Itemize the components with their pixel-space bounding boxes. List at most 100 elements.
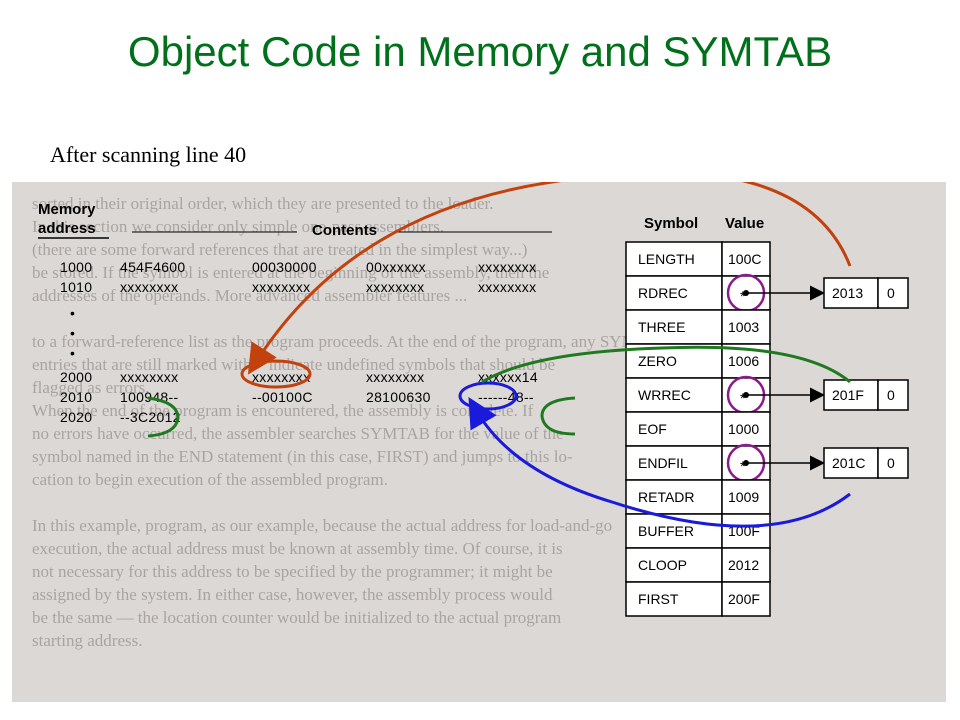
symtab-symbol: ENDFIL [638,455,688,471]
memory-cell: 00030000 [252,259,317,275]
symtab-symbol: RDREC [638,285,688,301]
symbol-header: Symbol [644,215,698,232]
background-text-line: sorted in their original order, which th… [32,194,494,213]
symtab-symbol: BUFFER [638,523,694,539]
symtab-value: 2012 [728,557,759,573]
memory-cell: --00100C [252,389,313,405]
symtab-value-cell [721,411,771,447]
background-text-line: execution, the actual address must be kn… [32,539,563,558]
memory-address: 2020 [60,409,92,425]
symtab-symbol-cell [625,275,723,311]
symtab-symbol: RETADR [638,489,695,505]
value-header: Value [725,215,764,232]
symtab-value: * [740,390,746,406]
background-text-line: assigned by the system. In either case, … [32,585,553,604]
green-circle-left [147,396,180,438]
forward-ref-link-cell [877,277,909,309]
background-text-line: entries that are still marked with * ind… [32,355,556,374]
memory-address: 1010 [60,279,92,295]
memory-cell: 00xxxxxx [366,259,426,275]
symtab-symbol-cell [625,241,723,277]
background-text-line: cation to begin execution of the assembl… [32,470,388,489]
memory-cell: xxxxxxxx [366,279,424,295]
forward-ref-boxes: 2013 0 201F 0 201C 0 [743,277,909,479]
background-text-line: (there are some forward references that … [32,240,528,259]
symtab-symbol: FIRST [638,591,679,607]
background-text-line: symbol named in the END statement (in th… [32,447,573,466]
symtab-symbol: ZERO [638,353,677,369]
memory-cell: xxxxxxxx [366,369,424,385]
memory-address: • [70,345,75,361]
background-text-line: no errors have occurred, the assembler s… [32,424,564,443]
symtab-value-cell [721,309,771,345]
forward-ref-link-cell [877,447,909,479]
forward-ref-address: 201C [832,455,865,471]
background-text-line: to a forward-reference list as the progr… [32,332,670,351]
memory-symtab-diagram: Memory address Contents 1000 454F4600 0003… [38,182,909,617]
symtab-symbol: THREE [638,319,685,335]
forward-ref-null: 0 [887,387,895,403]
memory-cell: --3C2012 [120,409,181,425]
symtab-value: 1000 [728,421,759,437]
memory-cell: xxxxxxxx [478,279,536,295]
background-text-line: addresses of the operands. More advanced… [32,286,468,305]
forward-ref-null: 0 [887,285,895,301]
green-arrow [481,345,851,384]
symtab-value-cell [721,513,771,549]
background-text-line: be stored. If the symbol is entered at t… [32,263,550,282]
orange-arrow [247,182,852,375]
symtab-value: * [740,458,746,474]
forward-ref-address: 201F [832,387,864,403]
pointer-dot [743,392,749,398]
symtab-value: 100C [728,251,761,267]
background-text-line: starting address. [32,631,143,650]
memory-address: • [70,325,75,341]
page-title: Object Code in Memory and SYMTAB [127,28,833,75]
memory-cell: xxxxxxxx [120,369,178,385]
scanned-figure: sorted in their original order, which th… [12,182,946,702]
background-text-line: be the same — the location counter would… [32,608,562,627]
memory-cell: ------48-- [478,389,534,405]
pointer-dot [743,290,749,296]
symtab-symbol: EOF [638,421,667,437]
background-text-line: In this section we consider only simple … [32,217,445,236]
forward-ref-null: 0 [887,455,895,471]
subtitle: After scanning line 40 [50,142,247,167]
symtab-symbol: LENGTH [638,251,695,267]
forward-ref-address-cell [823,379,879,411]
memory-rows: 1000 454F4600 00030000 00xxxxxx xxxxxxxx 1010… [60,259,538,425]
memory-cell: 28100630 [366,389,431,405]
background-text-line: When the end of the program is encounter… [32,401,534,420]
symtab-symbol: WRREC [638,387,691,403]
memory-address: 1000 [60,259,92,275]
symtab-value: 1006 [728,353,759,369]
contents-header: Contents [312,222,377,239]
background-text-line: not necessary for this address to be spe… [32,562,553,581]
background-text-line: In this example, program, as our example… [32,516,613,535]
background-text: sorted in their original order, which th… [32,192,932,652]
green-circle-right [540,396,576,436]
symtab-value-cell [721,581,771,617]
symtab-symbol: CLOOP [638,557,687,573]
symtab-symbol-cell [625,309,723,345]
blue-arrow [468,397,851,528]
memory-cell: 454F4600 [120,259,185,275]
symtab-symbol-cell [625,581,723,617]
address-header: address [38,220,96,237]
symtab-symbol-cell [625,479,723,515]
memory-address: 2010 [60,389,92,405]
memory-cell: xxxxxxxx [120,279,178,295]
symtab-value: 200F [728,591,760,607]
symtab-symbol-cell [625,445,723,481]
forward-ref-address: 2013 [832,285,863,301]
memory-address: • [70,305,75,321]
symtab-value: 1003 [728,319,759,335]
symtab-value: 1009 [728,489,759,505]
memory-cell: xxxxxxxx [478,259,536,275]
memory-header: Memory [38,201,96,218]
memory-address: 2000 [60,369,92,385]
symtab-value: * [740,288,746,304]
memory-cell: xxxxxx14 [478,369,538,385]
memory-cell: xxxxxxxx [252,279,310,295]
